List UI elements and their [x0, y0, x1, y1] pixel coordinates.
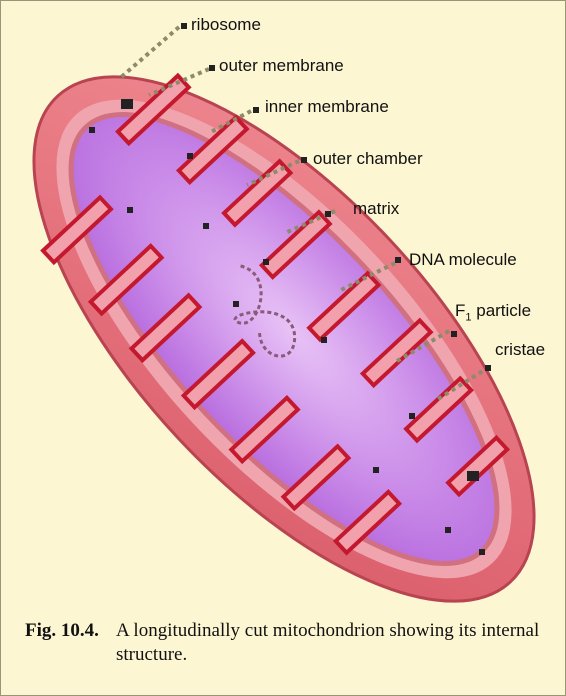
marker [325, 211, 331, 217]
caption-number: Fig. 10.4. [25, 619, 116, 643]
granule [203, 223, 209, 229]
label-outer-membrane: outer membrane [219, 56, 344, 76]
marker [395, 257, 401, 263]
label-f1-particle: F1 particle [455, 301, 531, 321]
f1-main: F [455, 301, 465, 320]
granule [121, 99, 133, 109]
label-inner-membrane: inner membrane [265, 97, 389, 117]
caption-text: A longitudinally cut mitochondrion showi… [116, 619, 556, 667]
granule [467, 471, 479, 481]
marker [253, 107, 259, 113]
granule [445, 527, 451, 533]
granule [321, 337, 327, 343]
marker [301, 157, 307, 163]
marker [209, 65, 215, 71]
label-dna-molecule: DNA molecule [409, 250, 517, 270]
granule [479, 549, 485, 555]
label-outer-chamber: outer chamber [313, 149, 423, 169]
granule [89, 127, 95, 133]
granule [409, 413, 415, 419]
granule [233, 301, 239, 307]
leader-line-ribosome [119, 27, 179, 79]
f1-rest: particle [472, 301, 532, 320]
marker [451, 331, 457, 337]
label-ribosome: ribosome [191, 15, 261, 35]
granule [187, 153, 193, 159]
marker [485, 365, 491, 371]
granule [373, 467, 379, 473]
granule [263, 259, 269, 265]
marker [181, 23, 187, 29]
label-cristae: cristae [495, 340, 545, 360]
figure-caption: Fig. 10.4.A longitudinally cut mitochond… [25, 619, 565, 667]
label-matrix: matrix [353, 199, 399, 219]
granule [127, 207, 133, 213]
